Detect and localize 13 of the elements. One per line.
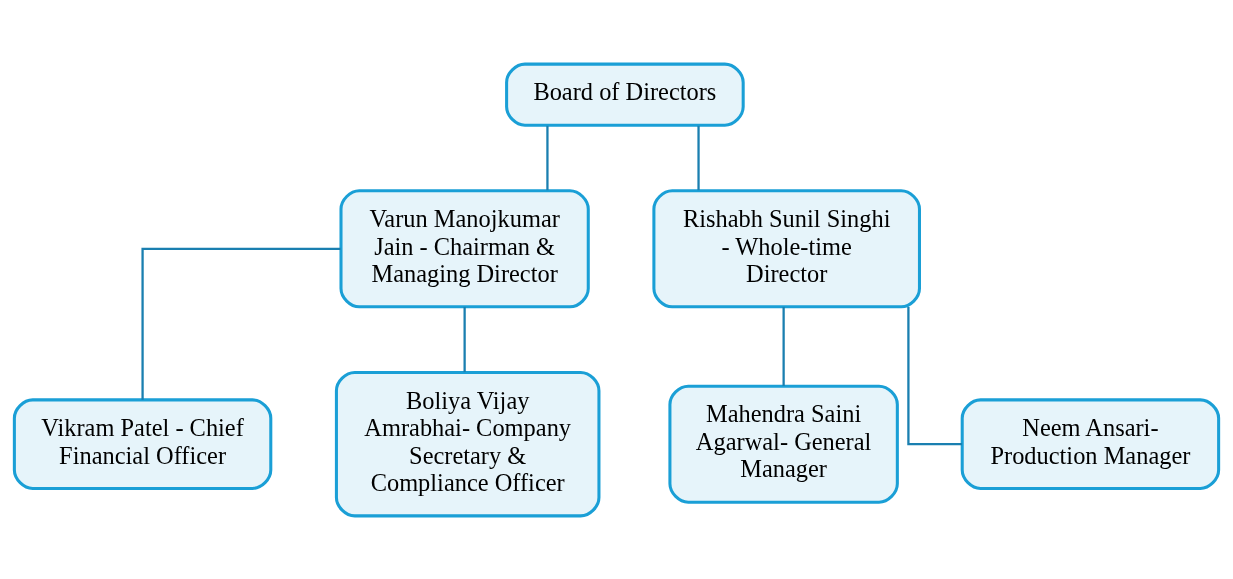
connector: [697, 125, 700, 190]
node-box: Rishabh Sunil Singhi - Whole-time Director: [652, 188, 921, 308]
node-box: Vikram Patel - Chief Financial Officer: [12, 397, 273, 490]
node-box: Neem Ansari- Production Manager: [960, 397, 1221, 490]
connector: [782, 306, 785, 386]
connector: [463, 306, 466, 372]
node-box: Mahendra Saini Agarwal- General Manager: [668, 384, 899, 504]
node-box: Boliya Vijay Amrabhai- Company Secretary & Compliance Officer: [334, 370, 601, 517]
connector: [546, 125, 549, 190]
connector: [141, 247, 341, 400]
node-box: Varun Manojkumar Jain - Chairman & Managing Director: [339, 188, 590, 308]
connector: [907, 306, 963, 445]
node-box: Board of Directors: [505, 62, 745, 127]
